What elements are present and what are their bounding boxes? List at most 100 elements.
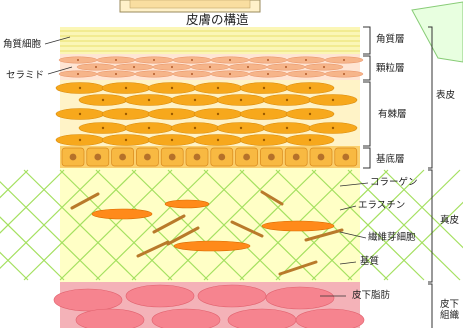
- cell-nucleus: [285, 126, 289, 130]
- fat-cell: [125, 284, 195, 308]
- cell-nucleus: [308, 112, 312, 116]
- basal-nucleus: [69, 153, 77, 161]
- basal-nucleus: [144, 153, 151, 161]
- cell-nucleus: [331, 126, 335, 130]
- cell-nucleus: [209, 66, 211, 68]
- cell-nucleus: [78, 86, 82, 90]
- cell-nucleus: [285, 66, 287, 68]
- cell-nucleus: [170, 86, 174, 90]
- label-ceramide: セラミド: [6, 70, 45, 81]
- fat-cell: [151, 308, 221, 328]
- basal-nucleus: [292, 153, 300, 161]
- dermis-layer: [0, 168, 463, 282]
- collagen-fiber: [0, 169, 29, 199]
- cell-nucleus: [124, 86, 128, 90]
- cell-nucleus: [247, 66, 249, 68]
- cell-nucleus: [115, 73, 117, 75]
- cell-nucleus: [262, 138, 266, 142]
- collagen-fiber: [131, 169, 245, 281]
- label-epidermis: 表皮: [436, 90, 456, 101]
- cell-nucleus: [305, 59, 307, 61]
- label-granular-layer: 顆粒層: [376, 63, 405, 74]
- fibroblast-cell: [173, 240, 251, 252]
- basal-layer: [60, 146, 360, 168]
- fat-cell: [53, 288, 123, 312]
- label-stratum-corneum: 角質層: [376, 34, 405, 45]
- cell-nucleus: [308, 138, 312, 142]
- label-collagen: コラーゲン: [370, 177, 418, 188]
- cell-nucleus: [191, 59, 193, 61]
- layer-brackets: [363, 26, 433, 328]
- fibroblast-cell: [164, 199, 210, 209]
- cell-nucleus: [323, 66, 325, 68]
- elastin-fiber: [230, 220, 264, 238]
- callout-bubble: [411, 1, 463, 63]
- cell-nucleus: [216, 112, 220, 116]
- cell-nucleus: [343, 73, 345, 75]
- cell-nucleus: [153, 73, 155, 75]
- elastin-fiber: [278, 260, 318, 276]
- basal-nucleus: [119, 153, 126, 161]
- cell-nucleus: [216, 86, 220, 90]
- collagen-fiber: [0, 169, 65, 234]
- fat-cell: [295, 308, 365, 328]
- cell-nucleus: [115, 59, 117, 61]
- cell-nucleus: [308, 86, 312, 90]
- cell-nucleus: [170, 138, 174, 142]
- elastin-fiber: [166, 226, 200, 246]
- collagen-fiber: [311, 169, 425, 281]
- cell-nucleus: [77, 59, 79, 61]
- cell-nucleus: [343, 59, 345, 61]
- basal-nucleus: [94, 153, 102, 161]
- label-matrix: 基質: [360, 256, 380, 267]
- collagen-fiber: [167, 169, 281, 281]
- granular-layer: [58, 54, 364, 80]
- cell-nucleus: [216, 138, 220, 142]
- label-spinous-layer: 有棘層: [378, 109, 407, 120]
- cell-nucleus: [101, 126, 105, 130]
- subcutaneous-layer: [53, 282, 365, 328]
- cell-nucleus: [147, 98, 151, 102]
- cell-nucleus: [331, 98, 335, 102]
- collagen-fiber: [59, 169, 173, 281]
- label-dermis: 真皮: [440, 215, 460, 226]
- cell-nucleus: [124, 138, 128, 142]
- label-subcutaneous-1: 皮下: [440, 299, 460, 310]
- label-fibroblast: 繊維芽細胞: [368, 232, 416, 243]
- cell-nucleus: [101, 98, 105, 102]
- label-subcutaneous-fat: 皮下脂肪: [352, 290, 391, 301]
- cell-nucleus: [133, 66, 135, 68]
- cell-nucleus: [171, 66, 173, 68]
- collagen-fiber: [0, 251, 29, 281]
- left-leader-lines: [44, 36, 73, 75]
- cell-nucleus: [193, 98, 197, 102]
- cell-nucleus: [153, 59, 155, 61]
- fat-cell: [197, 284, 267, 308]
- basal-nucleus: [193, 153, 201, 161]
- collagen-fiber: [95, 169, 209, 281]
- label-subcutaneous-2: 組織: [440, 310, 460, 321]
- label-elastin: エラスチン: [358, 200, 406, 211]
- cell-nucleus: [239, 126, 243, 130]
- diagram-title: 皮膚の構造: [186, 12, 249, 27]
- cell-nucleus: [170, 112, 174, 116]
- elastin-fiber: [136, 240, 170, 258]
- stratum-corneum-layer: [60, 27, 360, 54]
- elastin-fiber: [304, 228, 344, 242]
- cell-nucleus: [77, 73, 79, 75]
- basal-nucleus: [218, 153, 226, 161]
- dermis-leader-lines: [320, 182, 369, 297]
- basal-nucleus: [268, 153, 275, 161]
- spinous-layer: [55, 80, 360, 146]
- basal-nucleus: [168, 153, 176, 161]
- basal-nucleus: [317, 153, 325, 161]
- fat-cell: [75, 308, 145, 328]
- cell-nucleus: [229, 59, 231, 61]
- collagen-fiber: [0, 216, 65, 281]
- collagen-fiber: [347, 169, 461, 281]
- cell-nucleus: [191, 73, 193, 75]
- fibroblast-cell: [261, 220, 335, 232]
- collagen-fiber: [0, 169, 101, 270]
- elastin-fiber: [70, 192, 100, 210]
- cell-nucleus: [95, 66, 97, 68]
